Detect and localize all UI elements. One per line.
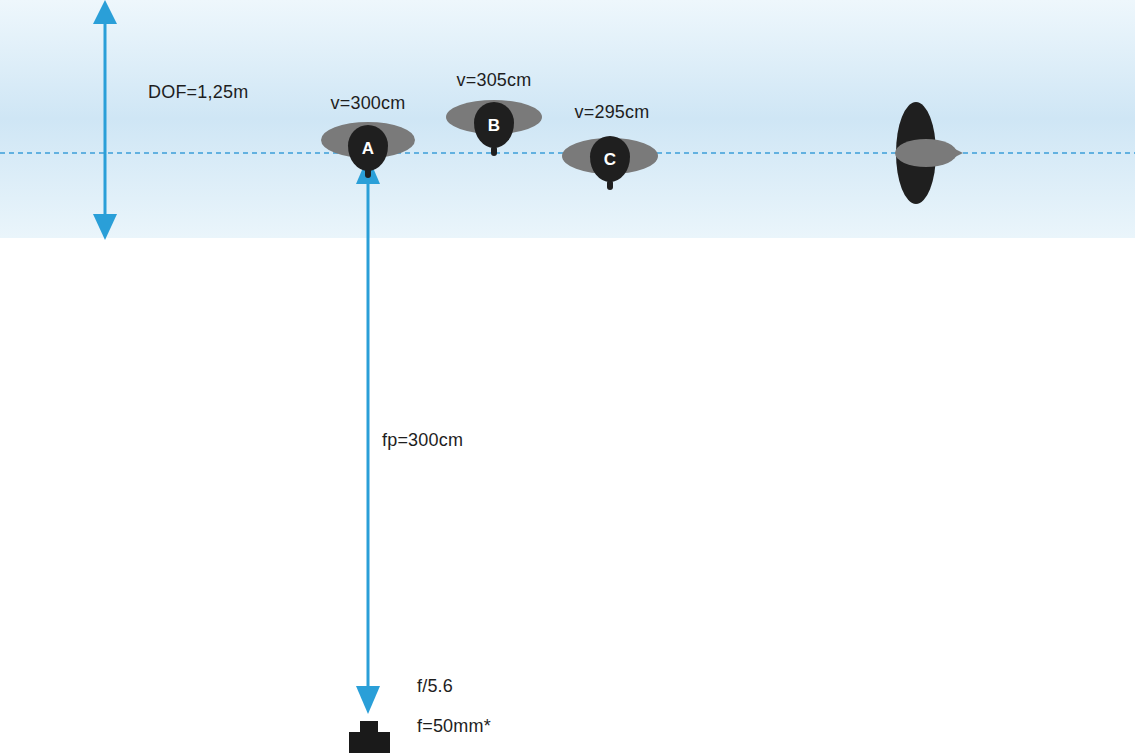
measurement-label: v=305cm <box>457 71 532 89</box>
focus-distance-arrow <box>356 156 380 714</box>
focus-band <box>0 0 1135 238</box>
dof-arrow <box>93 0 117 240</box>
measurement-label: f=50mm* <box>417 717 491 735</box>
side-subject <box>895 139 957 167</box>
measurement-label: fp=300cm <box>382 431 463 449</box>
camera-icon <box>349 721 390 753</box>
side-subject <box>955 149 963 157</box>
subject-letter: A <box>362 140 374 157</box>
measurement-label: v=300cm <box>331 94 406 112</box>
measurement-label: f/5.6 <box>417 677 453 695</box>
measurement-label: v=295cm <box>575 103 650 121</box>
subject-letter: C <box>604 151 616 168</box>
measurement-label: DOF=1,25m <box>148 83 248 101</box>
subject-letter: B <box>488 117 500 134</box>
